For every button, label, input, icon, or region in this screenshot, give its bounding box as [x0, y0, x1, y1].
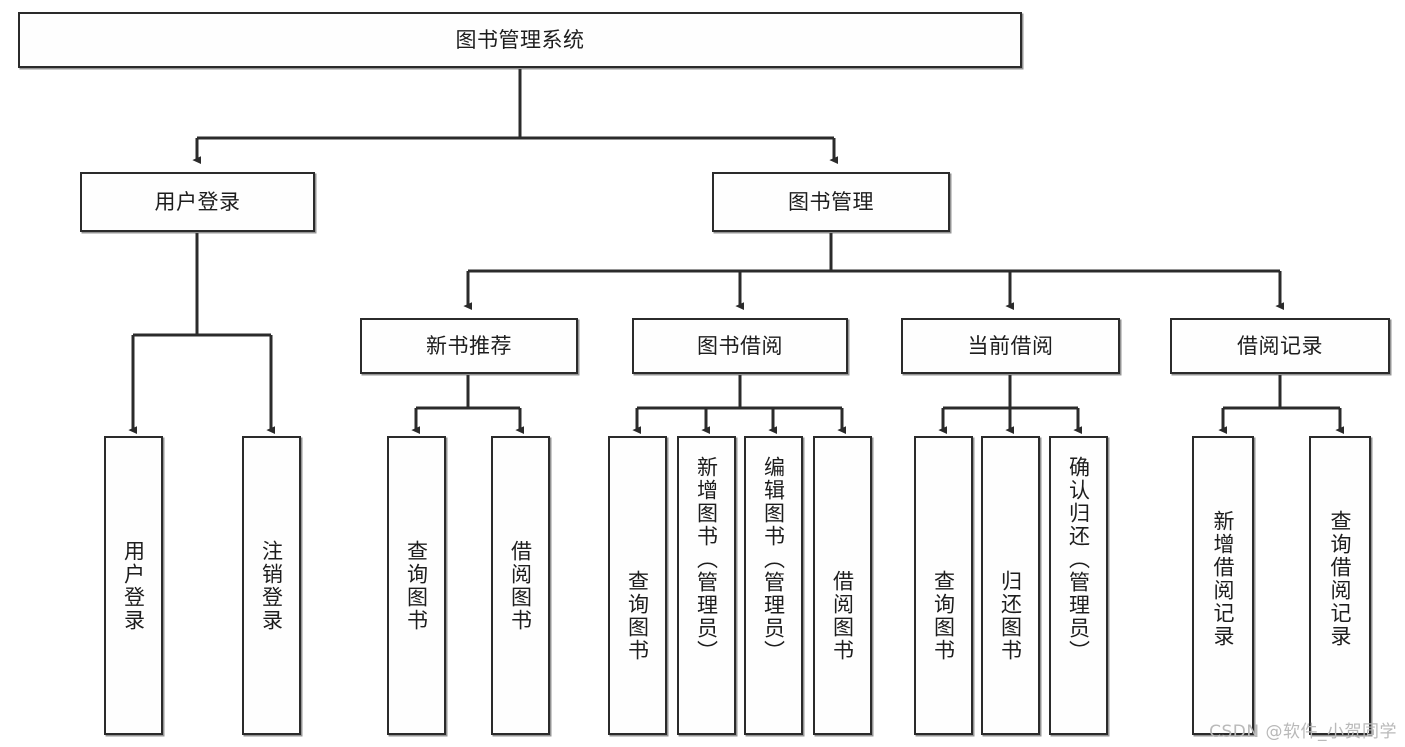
node-label: 当前借阅 [967, 333, 1054, 358]
node-label: 编辑图书（管理员） [761, 456, 786, 663]
node-label: 查询图书 [625, 570, 650, 662]
node-label: 图书管理 [788, 189, 874, 214]
node-label: 新书推荐 [426, 333, 512, 358]
node-leaf-query-book-2[interactable]: 查询图书 [608, 436, 667, 735]
node-label: 查询图书 [931, 570, 956, 662]
node-label: 新增图书（管理员） [694, 456, 719, 663]
node-leaf-add-book[interactable]: 新增图书（管理员） [677, 436, 736, 735]
node-leaf-confirm-return[interactable]: 确认归还（管理员） [1049, 436, 1108, 735]
node-label: 借阅记录 [1237, 333, 1323, 358]
node-label: 借阅图书 [830, 570, 855, 662]
node-label: 归还图书 [998, 570, 1023, 662]
node-label: 图书借阅 [697, 333, 783, 358]
node-label: 新增借阅记录 [1211, 510, 1236, 648]
node-leaf-query-record[interactable]: 查询借阅记录 [1309, 436, 1371, 735]
node-label: 用户登录 [121, 540, 146, 632]
node-book-management[interactable]: 图书管理 [712, 172, 950, 232]
node-new-book-recommend[interactable]: 新书推荐 [360, 318, 578, 374]
node-leaf-user-login[interactable]: 用户登录 [104, 436, 163, 735]
node-label: 借阅图书 [508, 540, 533, 632]
node-book-borrow[interactable]: 图书借阅 [632, 318, 848, 374]
node-leaf-query-book-1[interactable]: 查询图书 [387, 436, 446, 735]
csdn-watermark: CSDN @软件_小贺同学 [1209, 722, 1397, 742]
node-label: 确认归还（管理员） [1066, 456, 1091, 663]
node-leaf-borrow-book-2[interactable]: 借阅图书 [813, 436, 872, 735]
node-leaf-return-book[interactable]: 归还图书 [981, 436, 1040, 735]
node-current-borrow[interactable]: 当前借阅 [901, 318, 1120, 374]
node-leaf-query-book-3[interactable]: 查询图书 [914, 436, 973, 735]
node-borrow-record[interactable]: 借阅记录 [1170, 318, 1390, 374]
node-label: 查询借阅记录 [1328, 510, 1353, 648]
node-leaf-logout-login[interactable]: 注销登录 [242, 436, 301, 735]
node-label: 查询图书 [404, 540, 429, 632]
node-leaf-edit-book[interactable]: 编辑图书（管理员） [744, 436, 803, 735]
node-root-book-management-system[interactable]: 图书管理系统 [18, 12, 1022, 68]
node-label: 用户登录 [154, 189, 241, 214]
node-label: 图书管理系统 [455, 27, 585, 52]
node-user-login[interactable]: 用户登录 [80, 172, 315, 232]
node-label: 注销登录 [259, 540, 284, 632]
node-leaf-add-record[interactable]: 新增借阅记录 [1192, 436, 1254, 735]
node-leaf-borrow-book-1[interactable]: 借阅图书 [491, 436, 550, 735]
